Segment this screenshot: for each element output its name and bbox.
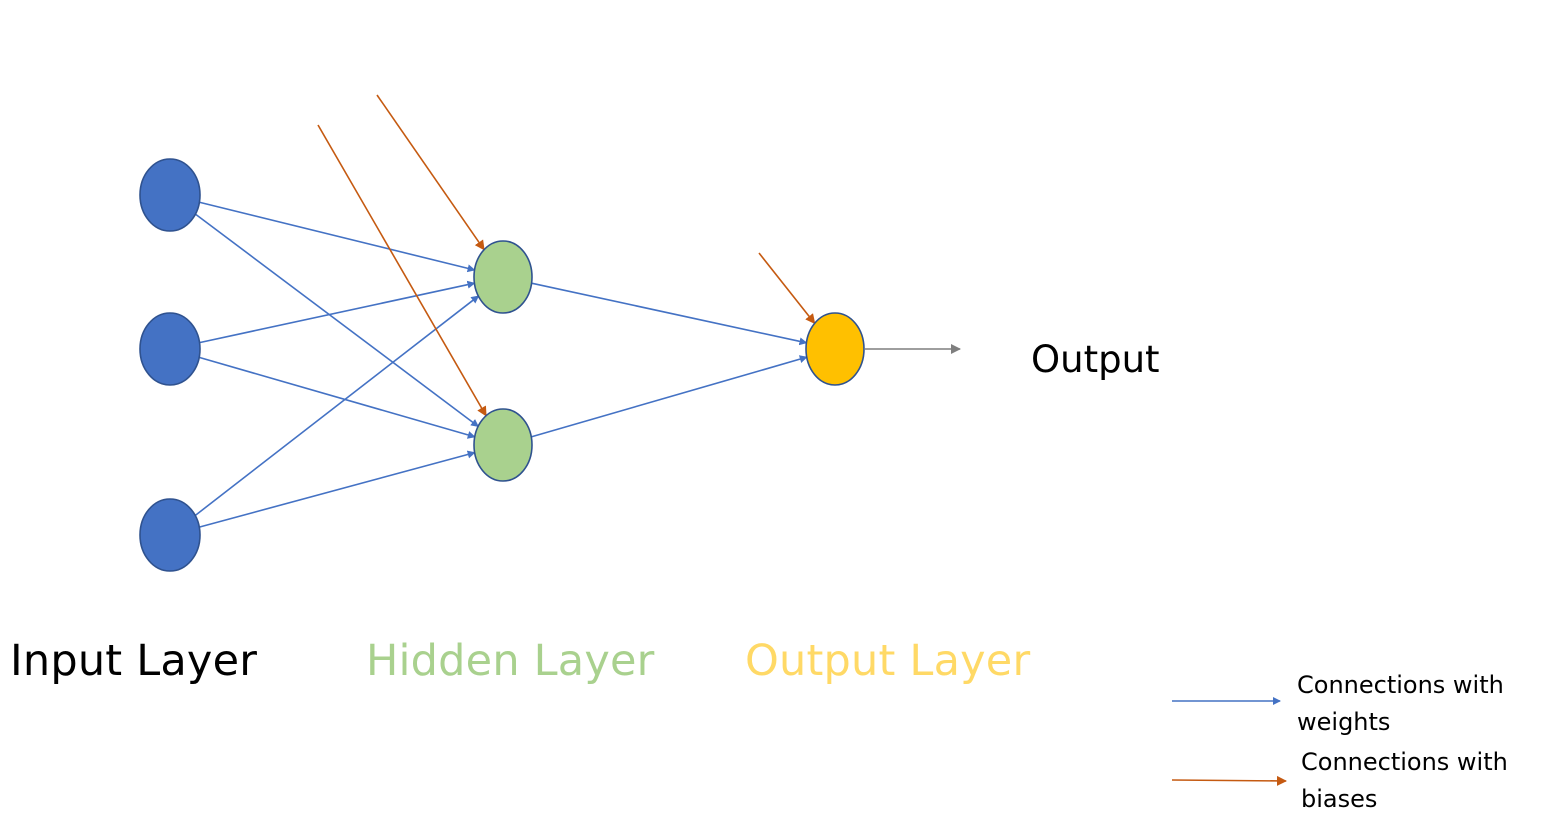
weight-connection-hidden-1-to-output-0 bbox=[531, 355, 808, 438]
weight-connection-input-1-to-hidden-1 bbox=[198, 356, 476, 439]
input-node-0 bbox=[139, 158, 201, 232]
output-text: Output bbox=[1031, 338, 1160, 381]
bias-connection-to-hidden-1 bbox=[317, 124, 487, 417]
legend-lines-group bbox=[1171, 697, 1287, 786]
connections-group bbox=[194, 94, 961, 528]
input-node-2 bbox=[139, 498, 201, 572]
legend-biases-arrow bbox=[1171, 775, 1287, 786]
weight-connection-input-2-to-hidden-1 bbox=[199, 450, 476, 528]
hidden-node-0 bbox=[473, 240, 533, 314]
legend-weights-line2: weights bbox=[1297, 708, 1391, 736]
nodes-group bbox=[139, 158, 865, 572]
weight-connection-input-0-to-hidden-0 bbox=[199, 201, 476, 273]
legend-weights-line1: Connections with bbox=[1297, 671, 1504, 699]
legend-biases-line2: biases bbox=[1301, 785, 1378, 813]
bias-connection-to-hidden-0 bbox=[376, 94, 485, 251]
output-node-0 bbox=[805, 312, 865, 386]
legend-biases-line1: Connections with bbox=[1301, 748, 1508, 776]
input-node-1 bbox=[139, 312, 201, 386]
weight-connection-hidden-0-to-output-0 bbox=[531, 282, 808, 346]
legend-biases-text: Connections with biases bbox=[1301, 744, 1508, 818]
weight-connection-input-2-to-hidden-0 bbox=[194, 295, 480, 517]
input-layer-label: Input Layer bbox=[10, 636, 258, 686]
output-layer-label: Output Layer bbox=[745, 636, 1031, 686]
hidden-node-1 bbox=[473, 408, 533, 482]
bias-connection-to-output-0 bbox=[758, 252, 816, 325]
hidden-layer-label: Hidden Layer bbox=[366, 636, 655, 686]
weight-connection-input-1-to-hidden-0 bbox=[199, 280, 476, 344]
legend-weights-text: Connections with weights bbox=[1297, 667, 1504, 741]
weight-connection-input-0-to-hidden-1 bbox=[194, 213, 479, 428]
